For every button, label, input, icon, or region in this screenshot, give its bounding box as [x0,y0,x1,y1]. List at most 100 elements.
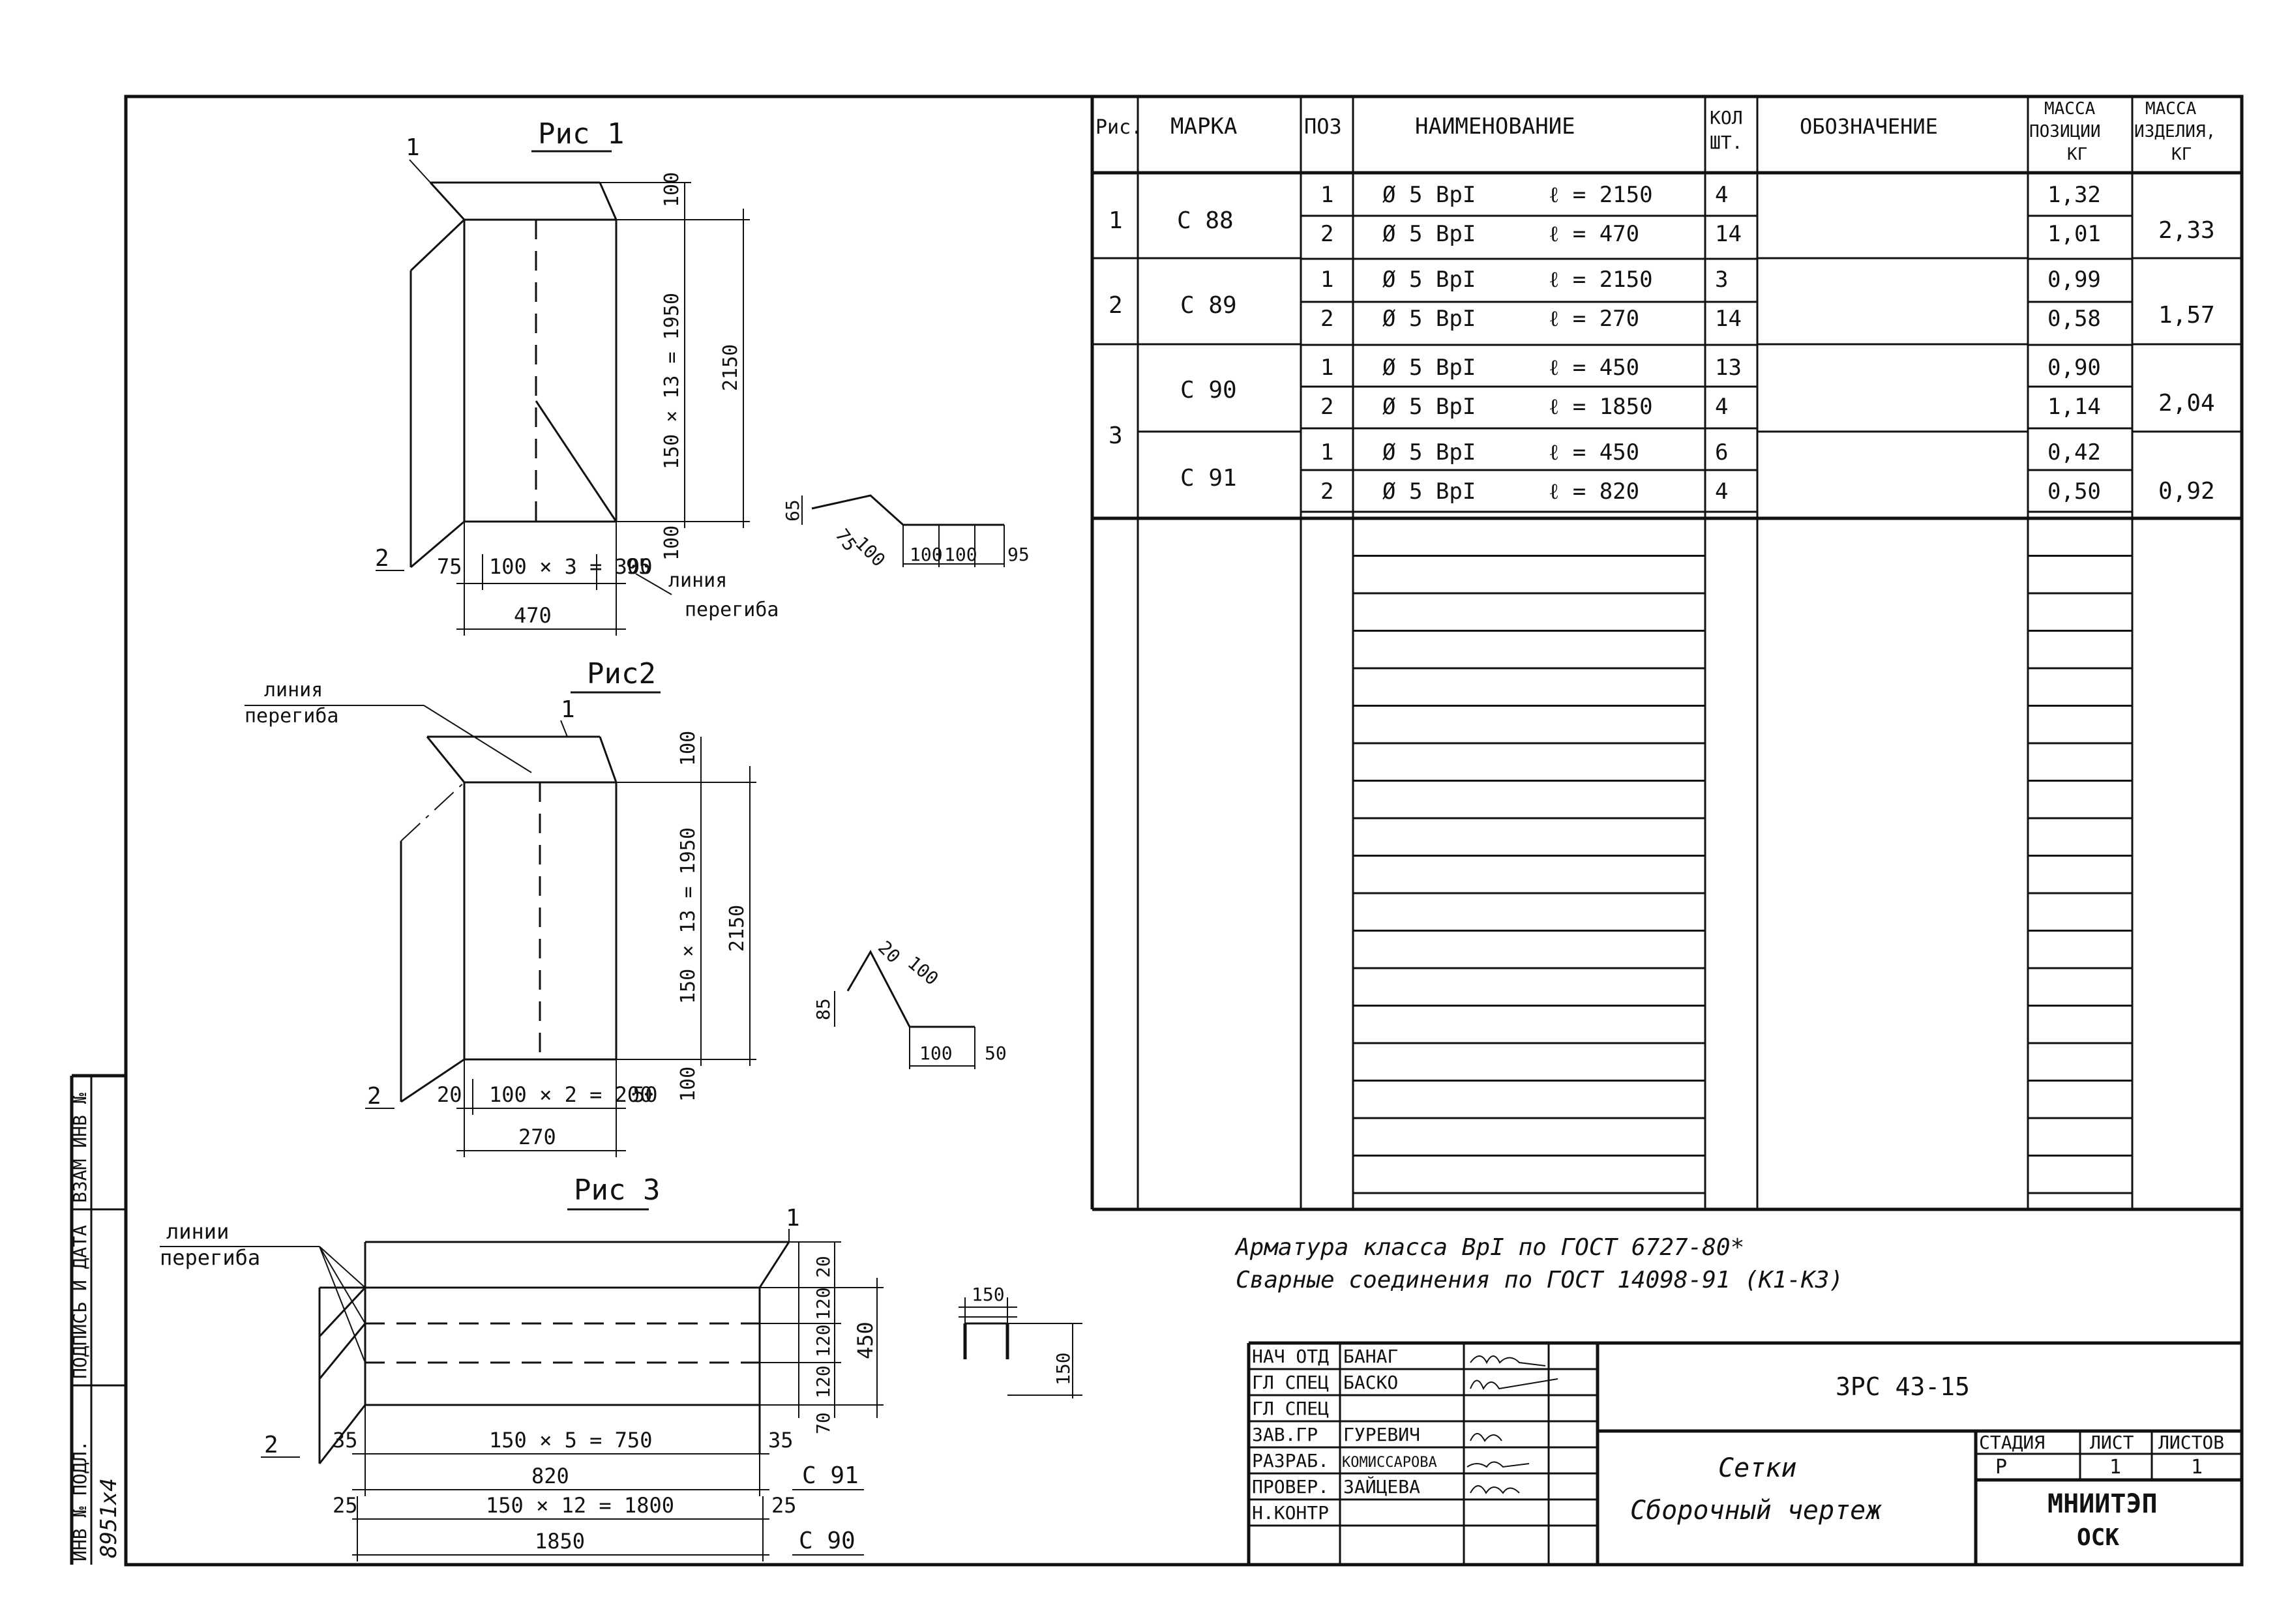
spec-fig-2: 2 [1109,292,1123,319]
fig3-bend-label-1: линии [166,1219,229,1244]
spec-row-dia: Ø 5 ВрI [1382,182,1476,208]
fig1-pos-1: 1 [406,134,420,161]
signature-mark [1470,1355,1546,1366]
spec-row-mass: 0,42 [2047,439,2101,465]
spec-header-fig: Рис. [1095,116,1142,139]
tb-org-2: ОСК [2077,1524,2119,1551]
spec-row-pos: 1 [1320,439,1333,465]
spec-row-mass: 1,14 [2047,394,2101,420]
fig1-bend-label-1: линия [668,569,727,592]
fig2-dim-vsteps: 150 × 13 = 1950 [677,827,700,1004]
fig3-dim-v-0: 20 [812,1256,834,1278]
fig3-profile-dim-0: 150 [972,1284,1005,1305]
fig2-dim-bottom: 100 [677,1067,700,1102]
spec-row-mass: 0,99 [2047,267,2101,293]
spec-row-dia: Ø 5 ВрI [1382,439,1476,465]
spec-mass-item-c90: 2,04 [2158,390,2215,417]
spec-header-mass-pos-3: КГ [2067,145,2087,164]
tb-person: ГУРЕВИЧ [1343,1424,1420,1445]
spec-row-pos: 2 [1320,479,1333,505]
fig1-title: Рис 1 [538,117,624,151]
spec-row-pos: 2 [1320,221,1333,247]
spec-row-dia: Ø 5 ВрI [1382,355,1476,381]
tb-sheets: 1 [2191,1456,2203,1479]
spec-row-pos: 2 [1320,394,1333,420]
fig3-profile: 150 150 [959,1284,1082,1398]
spec-table: Рис. МАРКА ПОЗ НАИМЕНОВАНИЕ КОЛ ШТ. ОБОЗ… [1090,96,2242,1211]
spec-row-dia: Ø 5 ВрI [1382,479,1476,505]
fig3-dim-v-1: 120 [812,1287,834,1320]
fig1-dim-top: 100 [661,172,683,207]
tb-doc-name-1: Сетки [1718,1453,1796,1483]
figure-3: Рис 3 линии перегиба 1 2 20 120 [160,1174,1082,1561]
fig1-profile-dim-0: 65 [782,499,803,522]
spec-header-mass-item-2: ИЗДЕЛИЯ, [2134,122,2216,141]
fig2-profile-dim-4: 50 [985,1042,1007,1064]
fig3-dim-width-b: 1850 [535,1529,585,1554]
spec-mark-c89: С 89 [1180,292,1237,319]
fig1-dim-bottom: 100 [661,525,683,561]
tb-role: ГЛ СПЕЦ [1252,1372,1329,1393]
tb-org-1: МНИИТЭП [2047,1489,2158,1519]
spec-row-qty: 14 [1715,221,1742,247]
spec-grid [1092,214,2242,1194]
fig2-profile-dim-0: 85 [812,998,834,1020]
title-block-grid [1249,1368,1598,1527]
spec-header-mass-pos-1: МАССА [2044,99,2096,119]
note-2: Сварные соединения по ГОСТ 14098-91 (К1-… [1236,1267,1843,1293]
spec-row-qty: 6 [1715,439,1728,465]
fig1-dim-steps: 100 × 3 = 300 [489,554,652,579]
spec-row-pos: 1 [1320,182,1333,208]
spec-row-len: ℓ = 450 [1549,439,1639,465]
tb-role: ЗАВ.ГР [1252,1424,1318,1445]
fig1-bend-label-2: перегиба [685,598,779,621]
spec-row-len: ℓ = 2150 [1549,182,1653,208]
tb-doc-name-2: Сборочный чертеж [1630,1496,1882,1526]
fig1-profile: 65 75 100 100 100 95 [782,494,1030,571]
spec-mass-item-c89: 1,57 [2158,302,2215,329]
fig3-dim-right-b: 25 [771,1493,797,1518]
fig2-profile-dim-2: 100 [904,952,943,990]
fig2-dim-width: 270 [518,1125,556,1149]
spec-row-len: ℓ = 270 [1549,306,1639,332]
fig3-pos-1: 1 [786,1205,800,1232]
fig1-dim-height: 2150 [719,344,742,391]
fig1-profile-dim-5: 95 [1007,544,1030,565]
figure-2: Рис2 линия перегиба 1 2 100 150 × 13 = 1… [245,657,1007,1157]
fig3-dim-width-a: 820 [531,1464,569,1488]
spec-mark-c90: С 90 [1180,377,1237,404]
fig2-pos-2: 2 [367,1083,381,1110]
spec-header-mass-item-1: МАССА [2145,99,2197,119]
fig3-mark-b: С 90 [799,1528,856,1554]
tb-person: БАНАГ [1343,1346,1398,1367]
fig1-dim-vsteps: 150 × 13 = 1950 [661,293,683,469]
signature-mark [1470,1485,1520,1494]
spec-mark-c91: С 91 [1180,465,1237,492]
tb-role: ПРОВЕР. [1252,1476,1329,1498]
spec-row-len: ℓ = 820 [1549,479,1639,505]
tb-doc-code: 3РС 43-15 [1836,1372,1970,1401]
side-stamp-sign-label: ПОДПИСЬ И ДАТА [69,1225,91,1379]
spec-header-mark: МАРКА [1170,113,1237,140]
spec-row-dia: Ø 5 ВрI [1382,394,1476,420]
fig3-pos-2: 2 [264,1432,278,1458]
spec-row-len: ℓ = 2150 [1549,267,1653,293]
spec-row-pos: 1 [1320,267,1333,293]
tb-sheet-head: ЛИСТ [2090,1432,2134,1453]
sheet-frame [124,95,2244,1567]
fig1-dim-width: 470 [514,603,552,628]
side-stamp: ИНВ № ПОДЛ. ПОДПИСЬ И ДАТА ВЗАМ ИНВ № 89… [69,1074,126,1565]
spec-row-pos: 1 [1320,355,1333,381]
tb-role: Н.КОНТР [1252,1502,1329,1524]
side-stamp-inv-value: 8951x4 [96,1478,122,1558]
fig1-pos-2: 2 [375,545,389,572]
tb-person: КОМИССАРОВА [1342,1454,1437,1471]
fig2-dim-left: 20 [437,1082,462,1107]
fig1-profile-dim-3: 100 [910,544,943,565]
spec-header-name: НАИМЕНОВАНИЕ [1415,113,1575,140]
spec-row-mass: 0,50 [2047,479,2101,505]
fig2-dim-height: 2150 [726,905,749,952]
spec-row-mass: 1,32 [2047,182,2101,208]
spec-row-mass: 0,58 [2047,306,2101,332]
fig3-bend-label-2: перегиба [160,1245,260,1270]
